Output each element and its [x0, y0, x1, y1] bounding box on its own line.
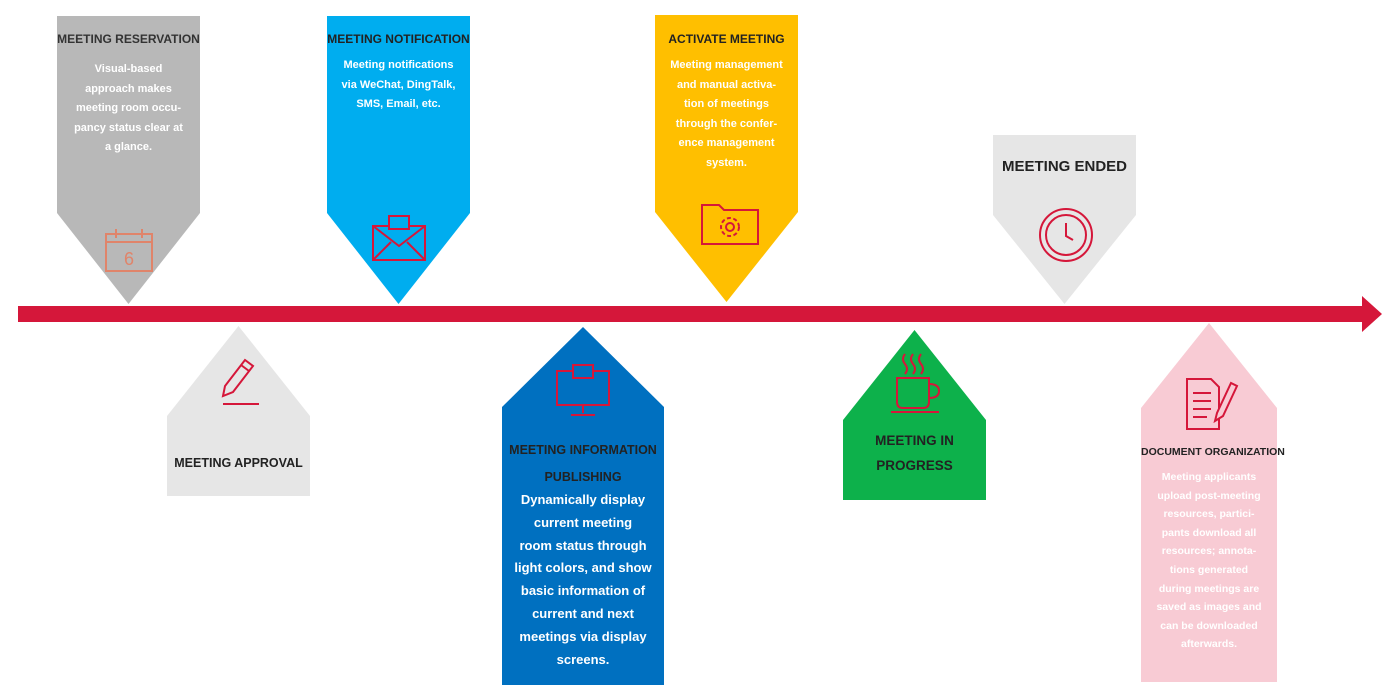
step-document-organization: DOCUMENT ORGANIZATION Meeting applicants… [1141, 323, 1285, 682]
step-meeting-notification: MEETING NOTIFICATION Meeting notificatio… [327, 16, 470, 304]
step-title: MEETING APPROVAL [174, 456, 303, 470]
svg-text:6: 6 [124, 249, 134, 269]
envelope-icon [372, 215, 426, 261]
step-title: MEETING ENDED [1001, 158, 1127, 175]
document-pen-icon [1186, 378, 1239, 430]
calendar-icon: 6 [105, 229, 153, 272]
step-title: MEETING RESERVATION [57, 32, 200, 46]
monitor-icon [556, 364, 610, 416]
folder-gear-icon [701, 204, 759, 245]
coffee-cup-icon [891, 353, 941, 413]
step-meeting-approval: MEETING APPROVAL [167, 326, 310, 496]
step-title: ACTIVATE MEETING [668, 32, 785, 46]
step-meeting-ended: MEETING ENDED [993, 135, 1136, 304]
step-title: MEETING NOTIFICATION [327, 32, 470, 46]
pen-icon [221, 358, 259, 405]
step-title: DOCUMENT ORGANIZATION [1141, 446, 1285, 458]
clock-icon [1039, 208, 1093, 262]
